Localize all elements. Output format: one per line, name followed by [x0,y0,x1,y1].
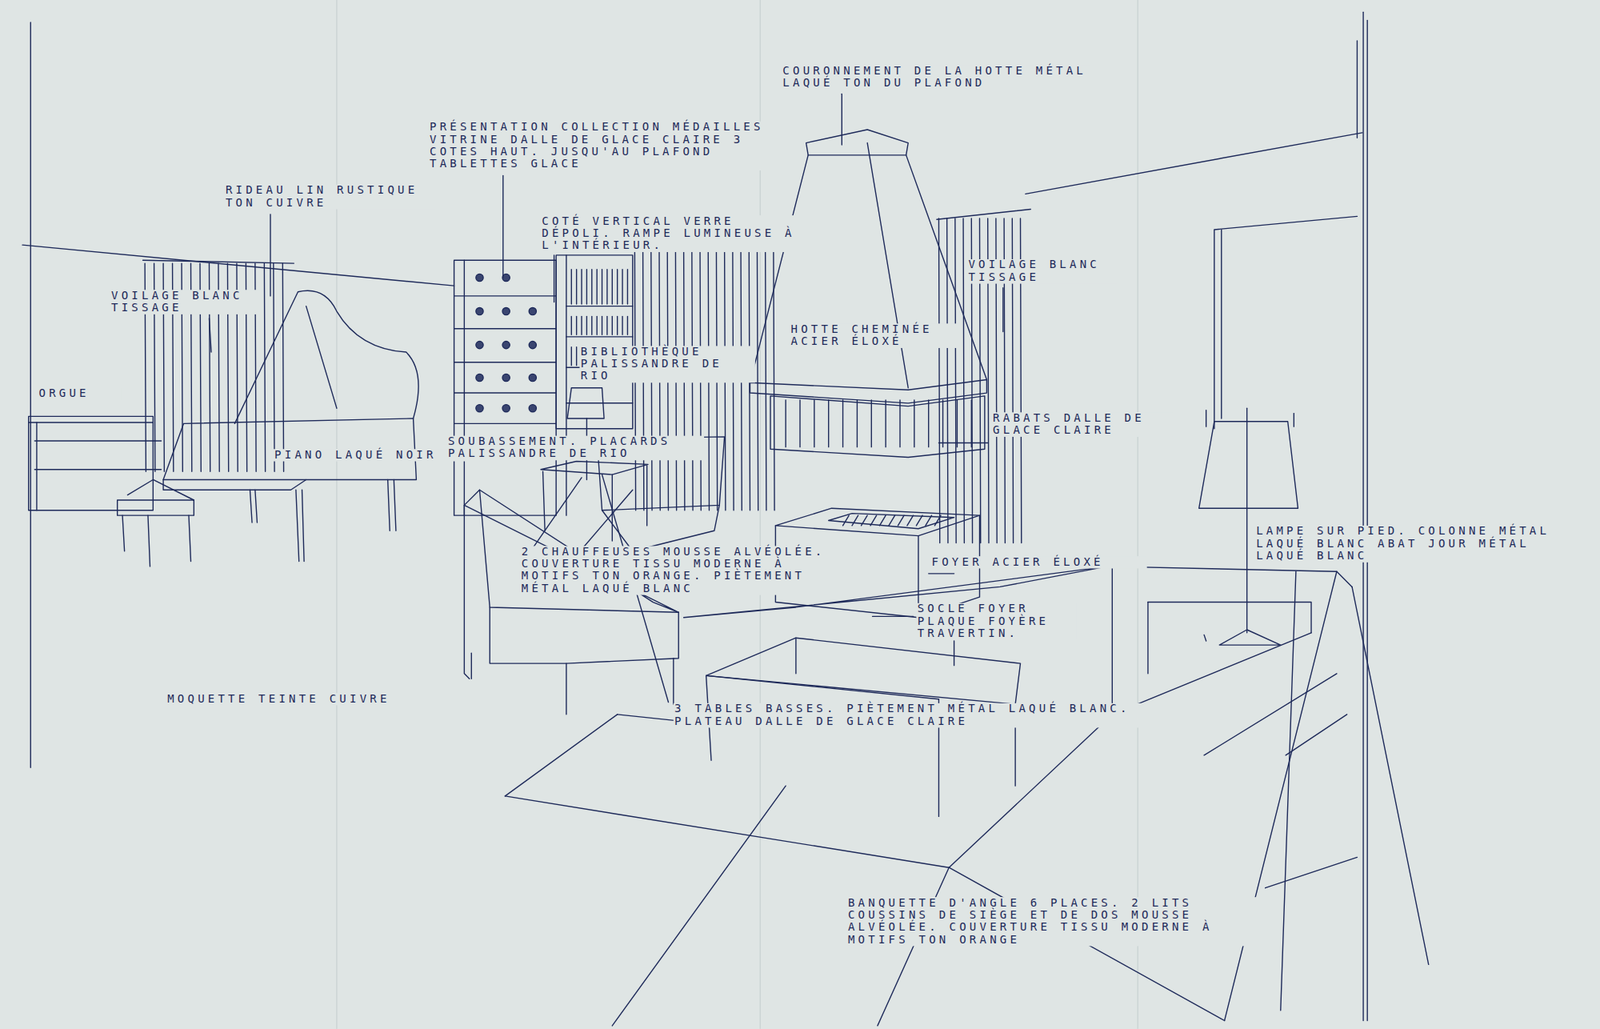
book [580,269,582,304]
medal [502,307,510,315]
medal [528,373,536,381]
book [576,347,577,366]
book [606,269,608,304]
annotation-label: VOILAGE BLANC TISSAGE [110,289,260,315]
medal [528,404,536,412]
book [586,316,588,335]
book [580,316,582,335]
book [576,269,577,304]
glass-flap [799,400,800,448]
medal [502,373,510,381]
curtain-fold [773,243,775,511]
annotation-label: LAMPE SUR PIED. COLONNE MÉTAL LAQUÉ BLAN… [1255,525,1564,563]
book [621,316,623,335]
annotation-label: MOQUETTE TEINTE CUIVRE [166,692,455,705]
medal [528,341,536,349]
glass-flap [928,400,929,448]
annotation-label: SOCLE FOYER PLAQUE FOYÈRE TRAVERTIN. [916,603,1076,640]
curtain-fold [955,218,956,544]
annotation-label: FOYER ACIER ÉLOXÉ [930,556,1147,568]
fire-grate [843,515,850,526]
annotation-label: RABATS DALLE DE GLACE CLAIRE [992,412,1173,437]
medal [502,404,510,412]
glass-flap [942,400,944,448]
book [601,316,603,335]
curtain-fold [938,218,940,544]
book [576,316,577,335]
medal [476,273,484,281]
book [612,316,613,335]
medal [476,341,484,349]
curtain-fold [963,218,964,544]
book [612,269,613,304]
book [606,316,608,335]
curtain-fold [756,243,758,511]
book [591,316,592,335]
fire-grate [934,515,941,526]
glass-flap [899,400,900,448]
book [571,347,572,366]
book [571,269,572,304]
curtain-fold [273,263,275,472]
annotation-label: 2 CHAUFFEUSES MOUSSE ALVÉOLÉE. COUVERTUR… [520,545,835,595]
annotation-label: BIBLIOTHÈQUE PALISSANDRE DE RIO [579,345,755,383]
book [571,316,572,335]
medal [476,404,484,412]
book [627,316,628,335]
fire-grate [925,515,932,526]
fire-grate [861,515,868,526]
fire-grate [879,515,886,526]
annotation-label: SOUBASSEMENT. PLACARDS PALISSANDRE DE RI… [447,436,704,461]
book [596,269,597,304]
book [621,269,623,304]
glass-flap [813,400,815,448]
fire-grate [888,515,896,526]
fire-grate [907,515,914,526]
book [596,316,597,335]
annotation-label: ORGUE [37,388,122,400]
glass-flap [856,400,858,448]
curtain-fold [264,263,265,472]
glass-flap [971,400,972,448]
fire-grate [852,515,859,526]
annotation-label: PRÉSENTATION COLLECTION MÉDAILLES VITRIN… [428,121,804,171]
glass-flap [784,400,786,448]
annotation-label: COURONNEMENT DE LA HOTTE MÉTAL LAQUÉ TON… [781,65,1090,91]
glass-flap [956,400,958,448]
annotation-label: BANQUETTE D'ANGLE 6 PLACES. 2 LITS COUSS… [847,896,1258,946]
glass-flap [828,400,829,448]
fire-grate [916,515,923,526]
book [627,269,628,304]
glass-flap [913,400,915,448]
book [616,316,618,335]
medal [476,373,484,381]
glass-flap [884,400,886,448]
book [616,269,618,304]
fire-grate [897,515,904,526]
fire-grate [870,515,877,526]
annotation-label: RIDEAU LIN RUSTIQUE TON CUIVRE [224,184,436,210]
book [591,269,592,304]
annotation-label: HOTTE CHEMINÉE ACIER ÉLOXÉ [789,323,960,348]
glass-flap [842,400,844,448]
curtain-fold [765,243,767,511]
glass-flap [871,400,872,448]
annotation-label: VOILAGE BLANC TISSAGE [967,259,1117,284]
medal [528,307,536,315]
book [586,269,588,304]
book [601,269,603,304]
curtain-fold [282,263,284,472]
annotation-label: 3 TABLES BASSES. PIÈTEMENT MÉTAL LAQUÉ B… [673,703,1156,728]
medal [502,341,510,349]
curtain-fold [947,218,948,544]
annotation-label: COTÉ VERTICAL VERRE DÉPOLI. RAMPE LUMINE… [540,215,804,252]
medal [476,307,484,315]
